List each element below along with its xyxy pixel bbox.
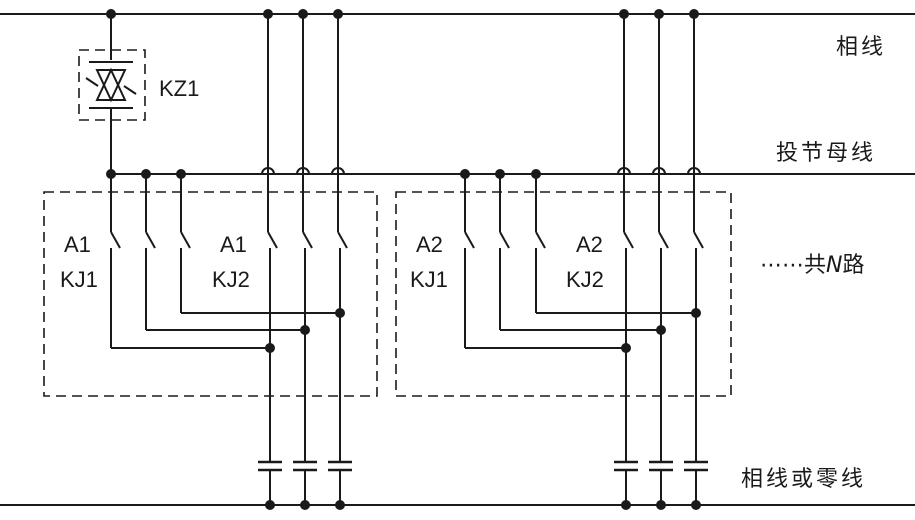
a2-kj2-prefix: A2 — [576, 232, 603, 257]
a1-kj2-prefix: A1 — [220, 232, 247, 257]
switching-bus-label: 投节母线 — [776, 141, 876, 166]
n-paths-prefix: ⋯⋯共 — [760, 253, 826, 278]
group-a2-box — [395, 191, 732, 397]
group-a1-box — [43, 191, 378, 397]
a1-kj1-prefix: A1 — [64, 232, 91, 257]
a2-kj2-label: KJ2 — [566, 267, 604, 292]
a1-kj1-label: KJ1 — [60, 267, 98, 292]
a2-kj1-prefix: A2 — [416, 232, 443, 257]
thyristor-kz1: KZ1 — [78, 14, 199, 174]
phase-line-label: 相线 — [836, 35, 886, 60]
group-a2: A2 KJ1 A2 KJ2 — [395, 9, 732, 510]
n-paths-suffix: 路 — [842, 253, 864, 278]
a2-kj1-label: KJ1 — [410, 267, 448, 292]
a1-kj2-label: KJ2 — [212, 267, 250, 292]
phase-or-neutral-label: 相线或零线 — [741, 467, 866, 492]
n-paths-var: N — [826, 253, 842, 278]
group-a1: A1 KJ1 A1 KJ2 — [43, 9, 378, 510]
kz1-label: KZ1 — [159, 76, 199, 101]
n-paths-label: ⋯⋯共N路 — [760, 253, 865, 278]
